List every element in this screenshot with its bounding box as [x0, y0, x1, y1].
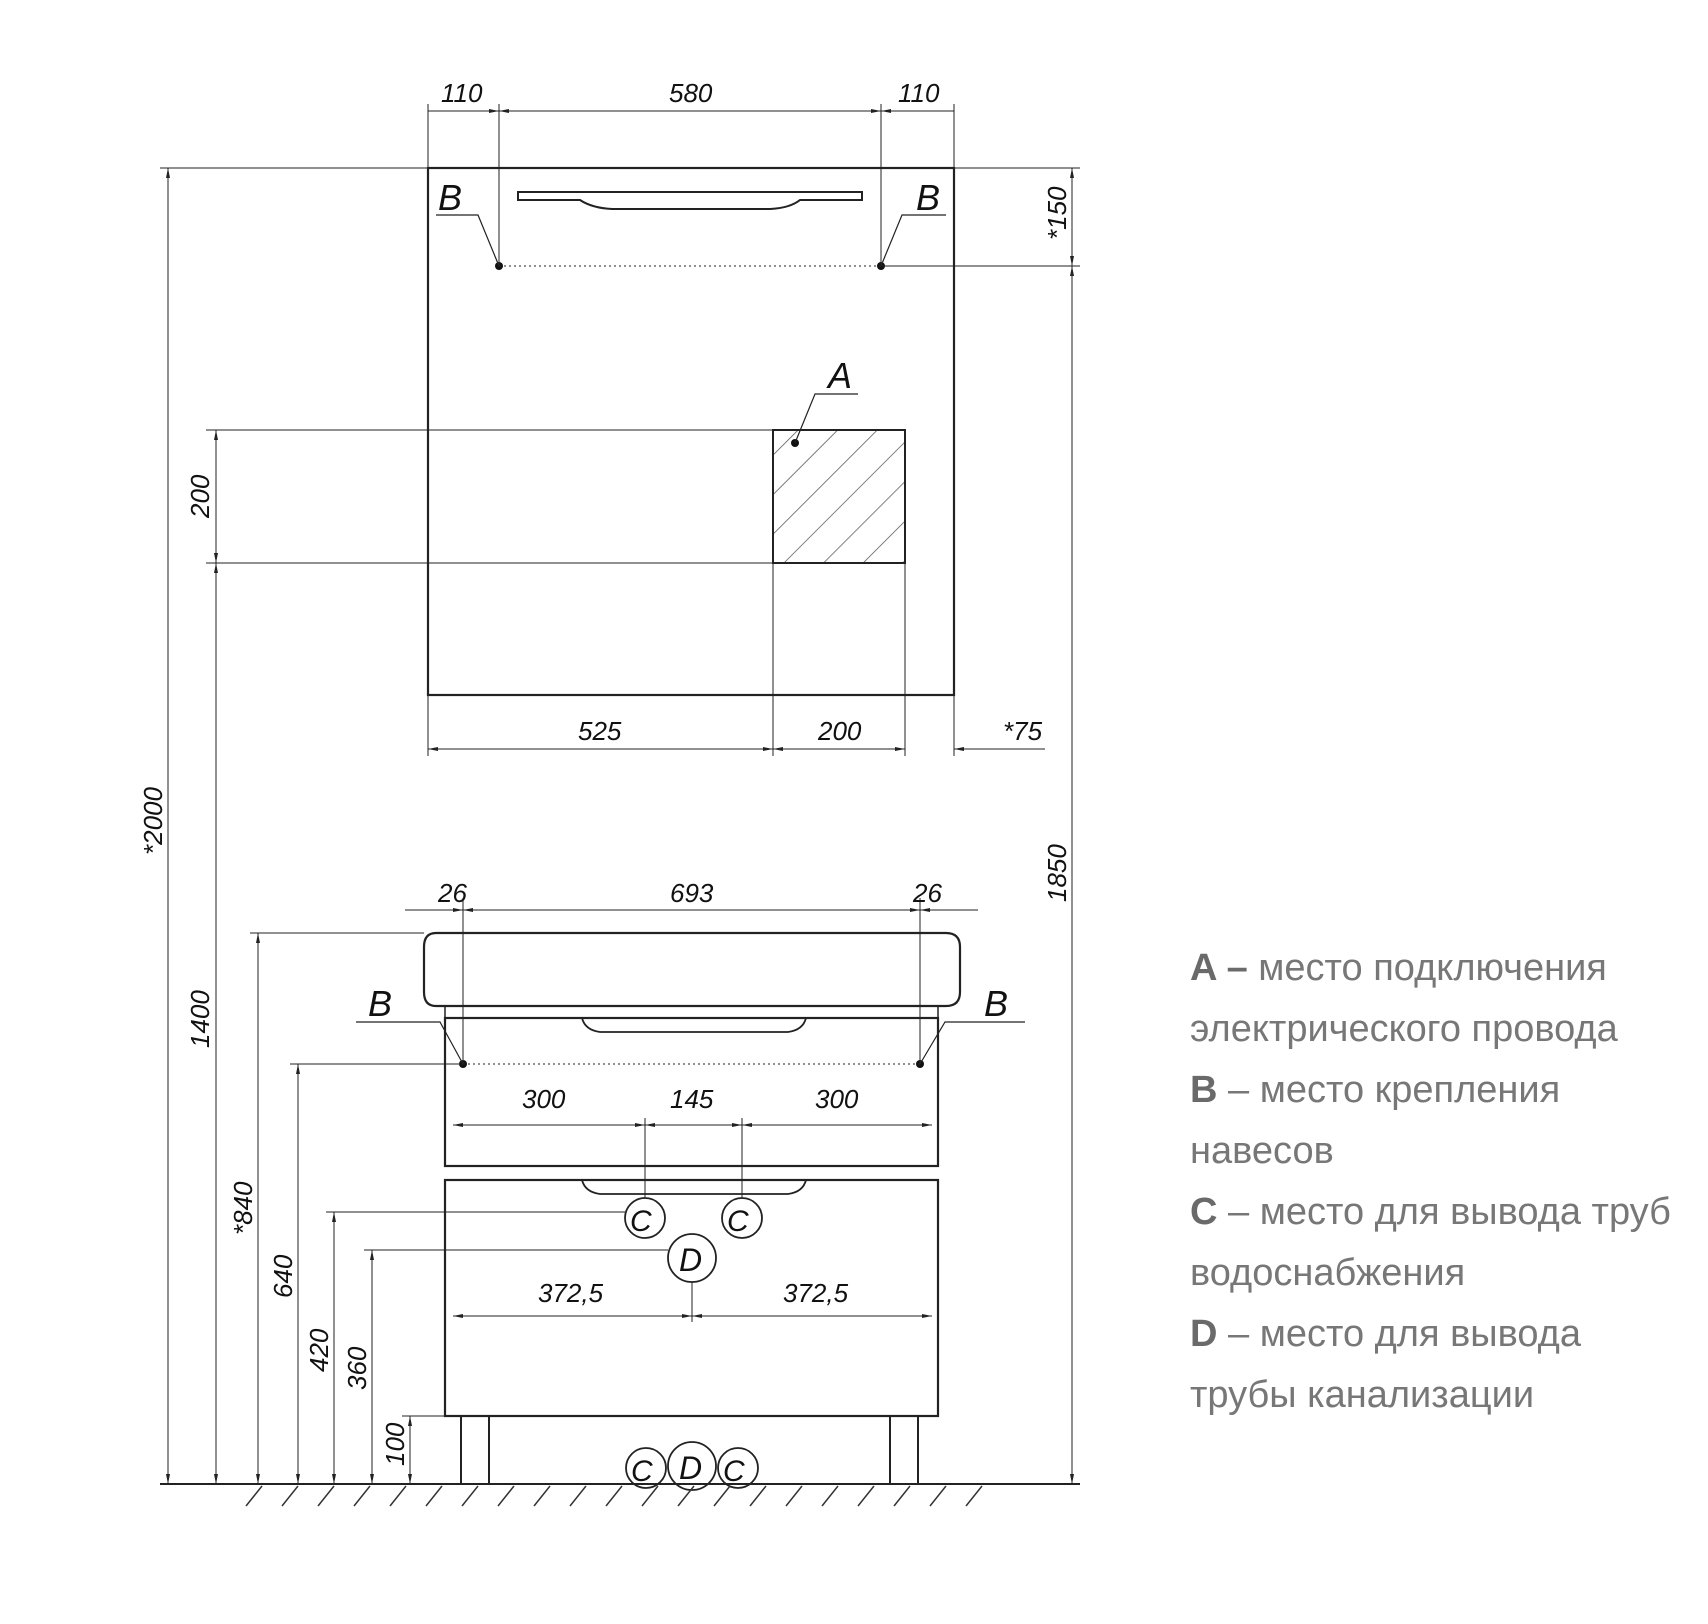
floor-hatch-stroke [605, 1485, 623, 1507]
dim-cabinet-360: 360 [342, 1346, 372, 1390]
cabinet-view: B B C C D C D C [228, 878, 1025, 1491]
svg-text:C: C [631, 1455, 653, 1488]
dim-mirror-75: *75 [1003, 716, 1043, 746]
floor-hatch-stroke [677, 1485, 695, 1507]
label-b-cabinet-left: B [368, 983, 392, 1024]
dim-cabinet-840: *840 [228, 1181, 258, 1235]
floor-hatch-stroke [749, 1485, 767, 1507]
legend: A – место подключения электрического про… [1190, 938, 1700, 1426]
floor-hatch-stroke [641, 1485, 659, 1507]
floor-hatch-stroke [713, 1485, 731, 1507]
dim-mirror-150: *150 [1042, 186, 1072, 240]
zone-a-hatched [772, 429, 906, 564]
legend-row-a-cont: электрического провода [1190, 1008, 1618, 1050]
svg-text:C: C [727, 1205, 749, 1238]
dim-total-2000: *2000 [138, 787, 168, 855]
svg-text:D: D [679, 1450, 702, 1486]
floor-hatch-stroke [821, 1485, 839, 1507]
floor-hatch-stroke [425, 1485, 443, 1507]
floor-hatch-stroke [929, 1485, 947, 1507]
floor-hatch-stroke [533, 1485, 551, 1507]
dim-mirror-200: 200 [817, 716, 862, 746]
floor-hatch-stroke [389, 1485, 407, 1507]
overall-dimensions: *2000 1850 1400 [138, 167, 1074, 1484]
dim-cabinet-145: 145 [670, 1084, 714, 1114]
label-a: A [826, 355, 852, 396]
dim-cabinet-26-right: 26 [912, 878, 942, 908]
floor-hatch-stroke [857, 1485, 875, 1507]
dim-cabinet-26-left: 26 [437, 878, 467, 908]
mirror-light-bar [517, 191, 863, 210]
pipe-c-right: C [721, 1197, 763, 1239]
legend-row-b: B – место крепления [1190, 1069, 1561, 1111]
label-b-mirror-right: B [916, 177, 940, 218]
legend-row-a: A – место подключения [1190, 947, 1607, 989]
floor-line [160, 1483, 1080, 1507]
legend-row-d: D – место для вывода [1190, 1313, 1581, 1355]
floor-hatch-stroke [461, 1485, 479, 1507]
floor-hatch-stroke [245, 1485, 263, 1507]
pipe-c-floor-left: C [625, 1447, 667, 1489]
dim-cabinet-372-left: 372,5 [538, 1278, 604, 1308]
pipe-c-floor-right: C [717, 1447, 759, 1489]
pipe-d-floor: D [667, 1441, 717, 1491]
legend-row-b-cont: навесов [1190, 1130, 1334, 1172]
svg-text:C: C [723, 1455, 745, 1488]
dim-cabinet-640: 640 [268, 1254, 298, 1298]
dim-zone-a-height: 200 [185, 474, 215, 519]
label-b-cabinet-right: B [984, 983, 1008, 1024]
label-b-mirror-left: B [438, 177, 462, 218]
legend-row-c: C – место для вывода труб [1190, 1191, 1671, 1233]
svg-text:D: D [679, 1242, 702, 1278]
mirror-view: B B A 110 580 110 *150 200 525 200 * [185, 78, 1080, 756]
mirror-outline [426, 166, 956, 697]
leg-right [889, 1415, 919, 1485]
dim-cabinet-300-left: 300 [522, 1084, 566, 1114]
dim-cabinet-420: 420 [304, 1328, 334, 1372]
floor-hatch-stroke [569, 1485, 587, 1507]
floor-hatch-stroke [281, 1485, 299, 1507]
floor-hatch-stroke [497, 1485, 515, 1507]
svg-text:C: C [630, 1205, 652, 1238]
floor-hatch-stroke [353, 1485, 371, 1507]
pipe-d: D [667, 1233, 717, 1283]
dim-cabinet-300-right: 300 [815, 1084, 859, 1114]
dim-mirror-level-1400: 1400 [185, 990, 215, 1048]
dim-mirror-110-right: 110 [898, 78, 940, 108]
legend-row-d-cont: трубы канализации [1190, 1374, 1535, 1416]
pipe-c-left: C [624, 1197, 666, 1239]
drawer-lower [443, 1178, 940, 1418]
floor-hatch-stroke [785, 1485, 803, 1507]
floor-hatch-stroke [893, 1485, 911, 1507]
floor-hatch-stroke [317, 1485, 335, 1507]
dim-height-1850: 1850 [1042, 844, 1072, 902]
dim-cabinet-693: 693 [670, 878, 714, 908]
dim-mirror-110-left: 110 [441, 78, 483, 108]
dim-mirror-580: 580 [669, 78, 713, 108]
basin-top [422, 931, 962, 1008]
drawer-upper [443, 1016, 940, 1168]
dim-cabinet-100: 100 [380, 1422, 410, 1466]
legend-row-c-cont: водоснабжения [1190, 1252, 1466, 1294]
dim-mirror-525: 525 [578, 716, 622, 746]
floor-hatch-stroke [965, 1485, 983, 1507]
dim-cabinet-372-right: 372,5 [783, 1278, 849, 1308]
leg-left [460, 1415, 490, 1485]
